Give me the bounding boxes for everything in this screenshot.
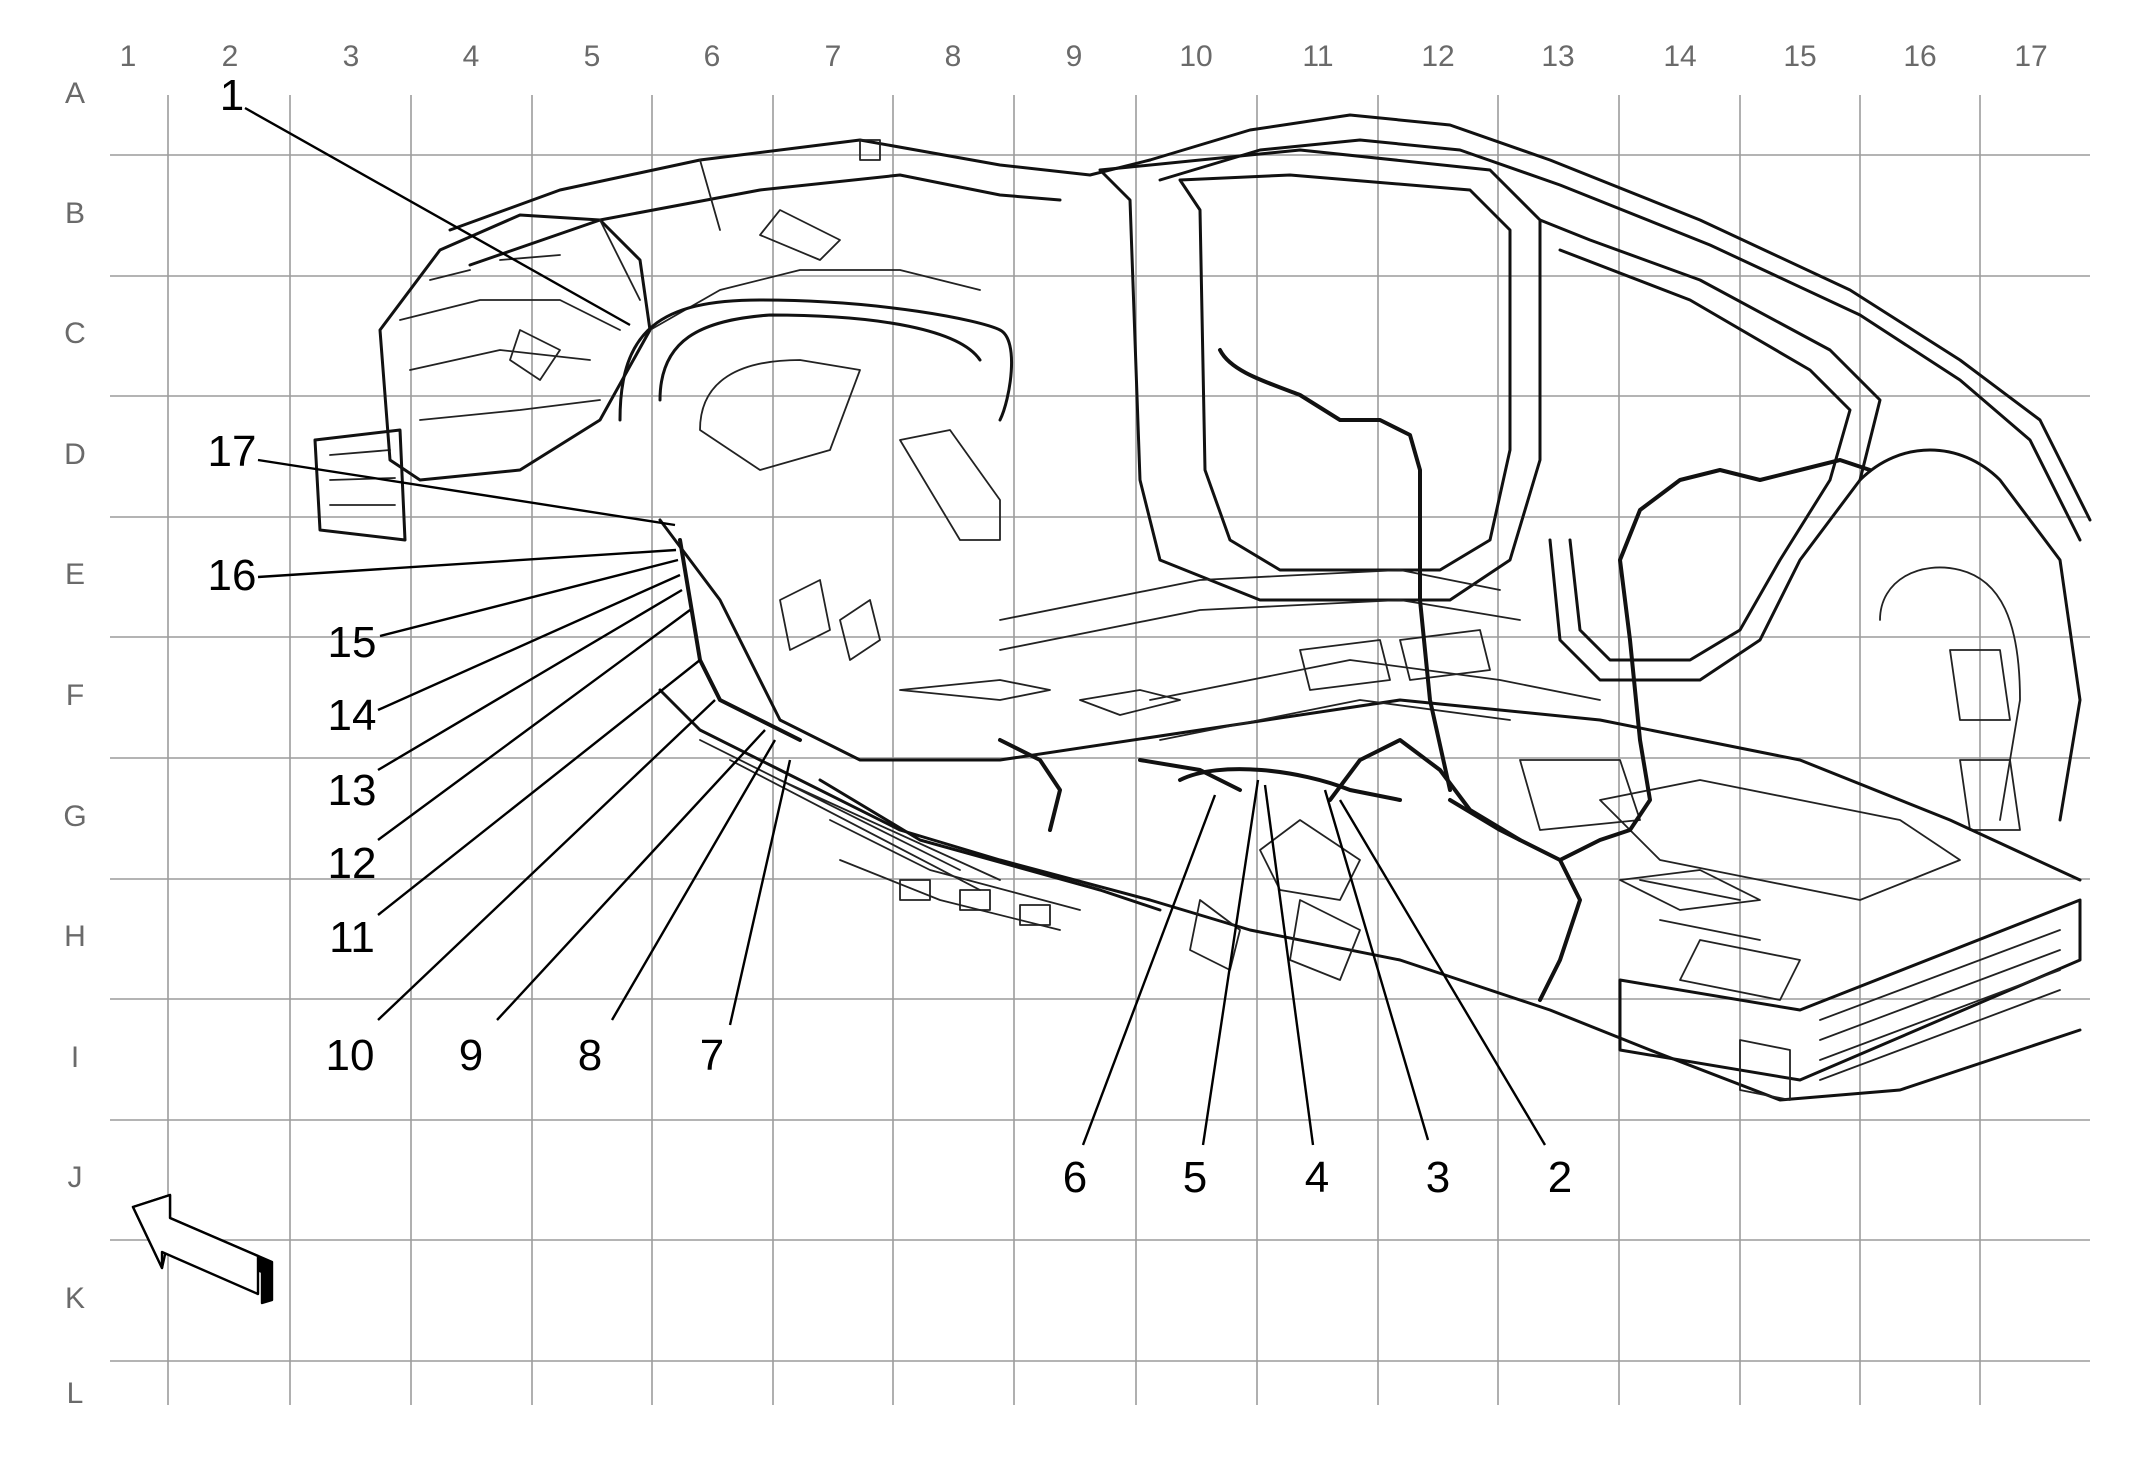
callout-17: 17 — [208, 427, 257, 476]
callout-10: 10 — [326, 1031, 375, 1080]
callout-labels: 1 17 16 15 14 13 12 11 10 9 8 7 6 5 4 3 … — [208, 71, 1573, 1202]
column-label: 2 — [222, 40, 239, 73]
row-label: J — [68, 1161, 83, 1194]
column-label: 1 — [120, 40, 137, 73]
leader-line-11 — [377, 659, 701, 916]
row-label: G — [63, 800, 86, 833]
callout-7: 7 — [700, 1031, 724, 1080]
row-label: K — [65, 1282, 85, 1315]
leader-line-15 — [379, 558, 679, 638]
leader-line-16 — [257, 548, 677, 579]
leader-line-9 — [496, 729, 766, 1021]
leader-line-7 — [728, 759, 792, 1026]
callout-12: 12 — [328, 839, 377, 888]
callout-8: 8 — [578, 1031, 602, 1080]
grid-lines — [110, 95, 2090, 1405]
callout-6: 6 — [1063, 1153, 1087, 1202]
leader-line-4 — [1263, 784, 1315, 1146]
row-labels: A B C D E F G H I J K L — [63, 77, 86, 1410]
leader-line-3 — [1323, 789, 1430, 1141]
column-label: 7 — [825, 40, 842, 73]
column-label: 9 — [1066, 40, 1083, 73]
row-label: A — [65, 77, 85, 110]
column-label: 5 — [584, 40, 601, 73]
row-label: H — [64, 920, 86, 953]
column-label: 12 — [1421, 40, 1454, 73]
row-label: B — [65, 197, 85, 230]
callout-14: 14 — [328, 691, 377, 740]
column-label: 3 — [343, 40, 360, 73]
leader-line-12 — [377, 609, 691, 841]
leader-line-6 — [1081, 794, 1217, 1146]
leader-line-14 — [377, 573, 681, 712]
leader-line-8 — [610, 739, 777, 1021]
column-label: 13 — [1541, 40, 1574, 73]
leader-line-17 — [257, 458, 676, 527]
wiring-harness — [678, 348, 1872, 1002]
front-direction-arrow-icon — [131, 1193, 274, 1305]
callout-9: 9 — [459, 1031, 483, 1080]
row-label: F — [66, 679, 84, 712]
callout-1: 1 — [220, 71, 244, 120]
leader-line-5 — [1201, 779, 1260, 1146]
vehicle-underbody-illustration — [313, 113, 2092, 1102]
column-label: 8 — [945, 40, 962, 73]
leader-line-1 — [244, 106, 631, 327]
row-label: E — [65, 558, 85, 591]
column-label: 15 — [1783, 40, 1816, 73]
callout-4: 4 — [1305, 1153, 1329, 1202]
leader-line-10 — [377, 699, 716, 1021]
leader-lines — [244, 106, 1547, 1146]
row-label: C — [64, 317, 86, 350]
callout-15: 15 — [328, 618, 377, 667]
column-label: 16 — [1903, 40, 1936, 73]
row-label: I — [71, 1041, 79, 1074]
leader-line-13 — [377, 588, 683, 772]
callout-3: 3 — [1426, 1153, 1450, 1202]
column-label: 17 — [2014, 40, 2047, 73]
callout-11: 11 — [329, 913, 375, 962]
column-label: 10 — [1179, 40, 1212, 73]
row-label: L — [67, 1377, 84, 1410]
column-label: 4 — [463, 40, 480, 73]
callout-16: 16 — [208, 551, 257, 600]
column-label: 14 — [1663, 40, 1696, 73]
callout-13: 13 — [328, 766, 377, 815]
column-labels: 1 2 3 4 5 6 7 8 9 10 11 12 13 14 15 16 1… — [120, 40, 2048, 73]
callout-2: 2 — [1548, 1153, 1572, 1202]
column-label: 11 — [1302, 40, 1333, 73]
callout-5: 5 — [1183, 1153, 1207, 1202]
column-label: 6 — [704, 40, 721, 73]
row-label: D — [64, 438, 86, 471]
leader-line-2 — [1338, 799, 1547, 1146]
